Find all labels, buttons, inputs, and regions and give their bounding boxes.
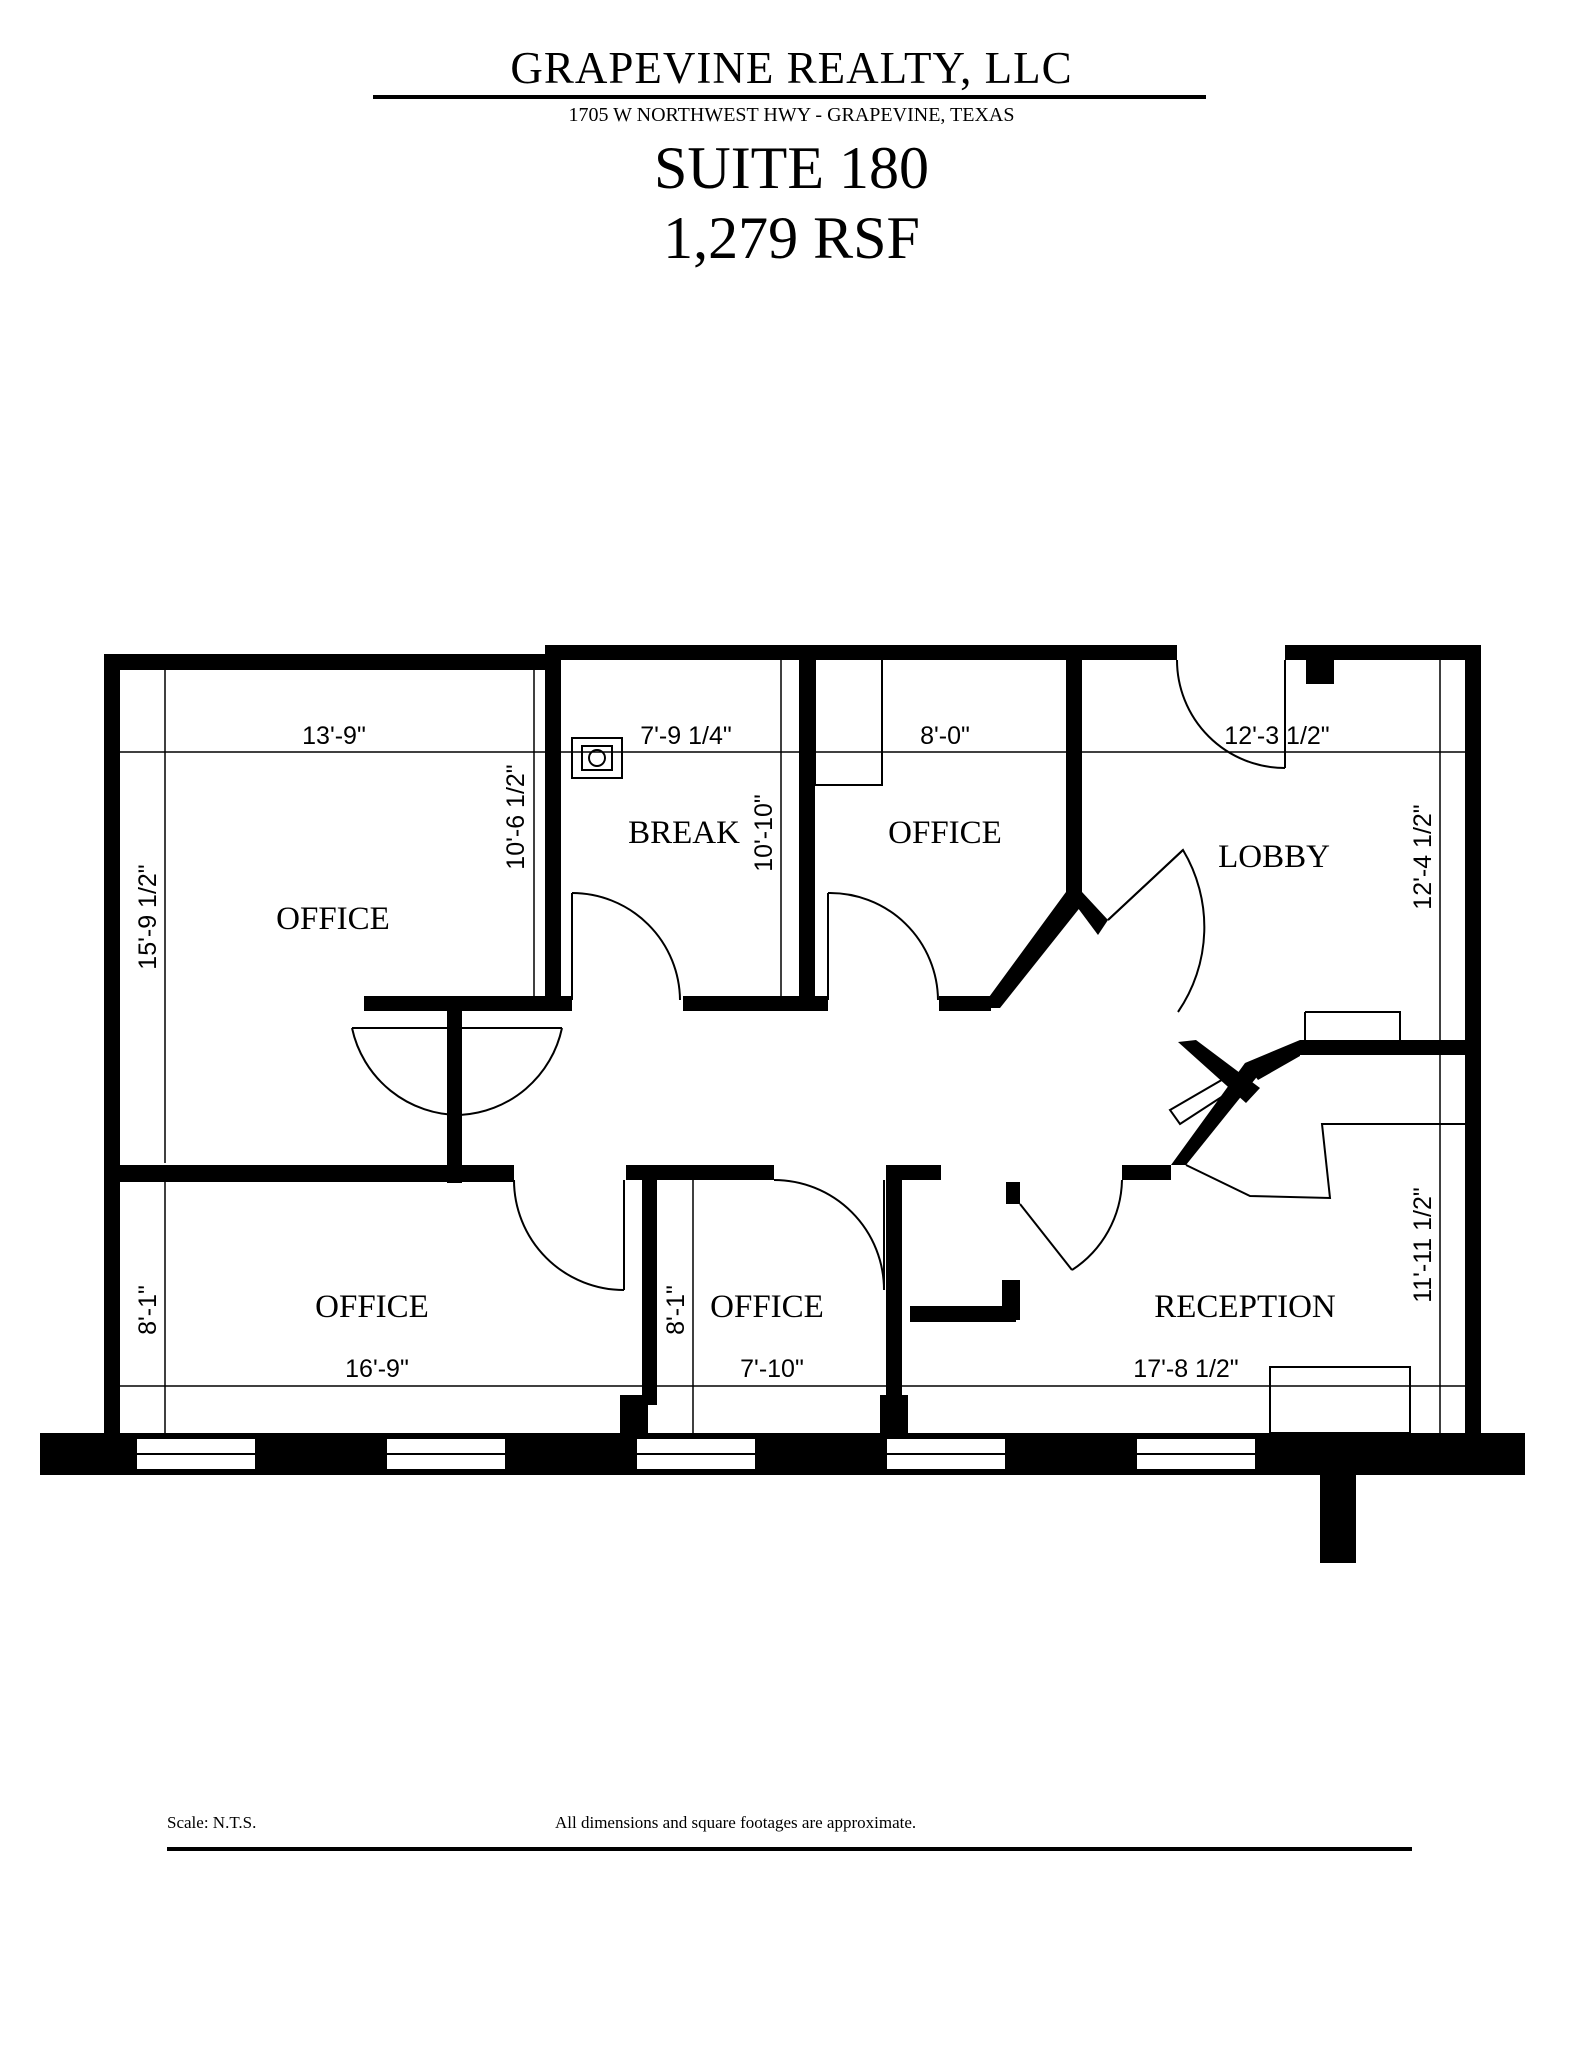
header-rule — [373, 95, 1206, 99]
windows — [135, 1437, 1257, 1471]
room-label-break: BREAK — [628, 815, 740, 851]
disclaimer-note: All dimensions and square footages are a… — [555, 1813, 917, 1832]
rentable-area: 1,279 RSF — [663, 205, 920, 271]
dim-break-height-a: 10'-6 1/2" — [502, 764, 530, 869]
dim-office-sw-height: 8'-1" — [134, 1285, 162, 1335]
scale-note: Scale: N.T.S. — [167, 1813, 257, 1832]
dim-break-width: 7'-9 1/4" — [640, 722, 731, 750]
dim-office-nw-height: 15'-9 1/2" — [134, 864, 162, 969]
dim-office-s-height: 8'-1" — [662, 1285, 690, 1335]
doors — [351, 659, 1286, 1291]
dim-reception-height: 11'-11 1/2" — [1409, 1187, 1437, 1303]
walls — [40, 645, 1525, 1563]
dim-office-nw-width: 13'-9" — [302, 722, 366, 750]
dim-lobby-height: 12'-4 1/2" — [1409, 804, 1437, 909]
sink-icon — [571, 737, 623, 779]
dim-office-s-width: 7'-10" — [740, 1355, 804, 1383]
room-label-office-sw: OFFICE — [315, 1289, 429, 1325]
room-label-office-n: OFFICE — [888, 815, 1002, 851]
dim-lobby-width: 12'-3 1/2" — [1224, 722, 1329, 750]
dim-reception-width: 17'-8 1/2" — [1133, 1355, 1238, 1383]
dim-office-sw-width: 16'-9" — [345, 1355, 409, 1383]
room-label-lobby: LOBBY — [1218, 839, 1330, 875]
fixtures — [571, 660, 1465, 1434]
room-label-reception: RECEPTION — [1154, 1289, 1336, 1325]
room-label-office-s: OFFICE — [710, 1289, 824, 1325]
room-label-office-nw: OFFICE — [276, 901, 390, 937]
dim-break-height-b: 10'-10" — [750, 794, 778, 872]
dimension-lines — [120, 660, 1465, 1433]
suite-number: SUITE 180 — [654, 135, 929, 201]
property-address: 1705 W NORTHWEST HWY - GRAPEVINE, TEXAS — [568, 104, 1015, 126]
footer-rule — [167, 1847, 1412, 1851]
dim-office-n-width: 8'-0" — [920, 722, 970, 750]
company-name: GRAPEVINE REALTY, LLC — [510, 43, 1073, 93]
